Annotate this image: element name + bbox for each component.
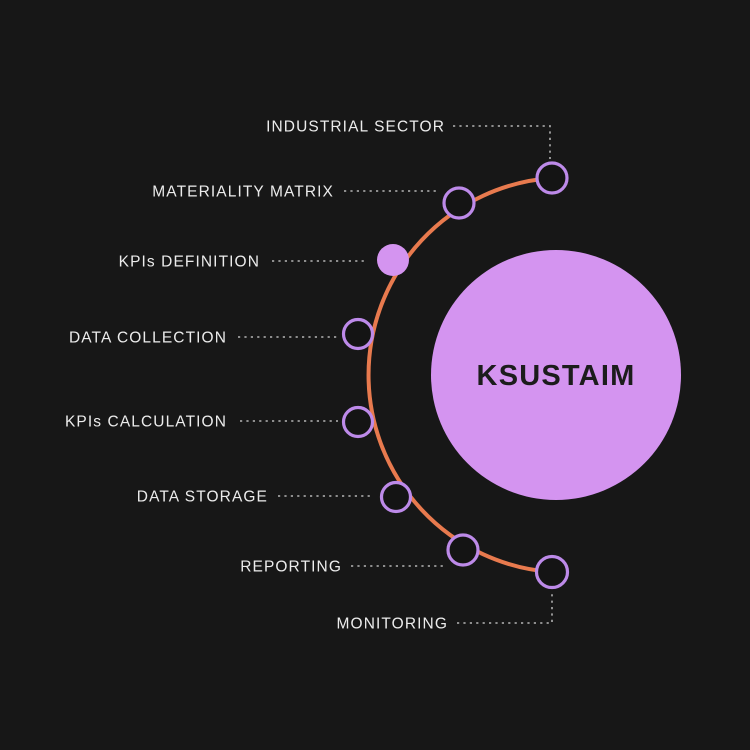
label-industrial-sector: INDUSTRIAL SECTOR [266, 119, 445, 136]
label-data-storage: DATA STORAGE [137, 489, 268, 506]
leader-lines [238, 125, 553, 624]
label-kpis-definition: KPIs DEFINITION [119, 254, 260, 271]
node-kpis-calculation [341, 405, 375, 439]
leader-industrial-sector [453, 125, 551, 159]
label-materiality-matrix: MATERIALITY MATRIX [152, 184, 334, 201]
step-nodes [341, 161, 570, 590]
label-data-collection: DATA COLLECTION [69, 330, 227, 347]
node-materiality-matrix [442, 186, 476, 220]
node-data-collection [341, 317, 375, 351]
node-monitoring [534, 554, 570, 590]
leader-monitoring [457, 591, 553, 624]
step-labels: INDUSTRIAL SECTOR MATERIALITY MATRIX KPIs … [65, 119, 448, 633]
hub-circle [431, 250, 681, 500]
label-monitoring: MONITORING [337, 616, 448, 633]
node-industrial-sector [535, 161, 569, 195]
node-data-storage [379, 480, 413, 514]
label-reporting: REPORTING [240, 559, 342, 576]
label-kpis-calculation: KPIs CALCULATION [65, 414, 227, 431]
node-kpis-definition-active [377, 244, 409, 276]
node-reporting [446, 533, 480, 567]
hub-label: KSUSTAIM [477, 360, 636, 392]
